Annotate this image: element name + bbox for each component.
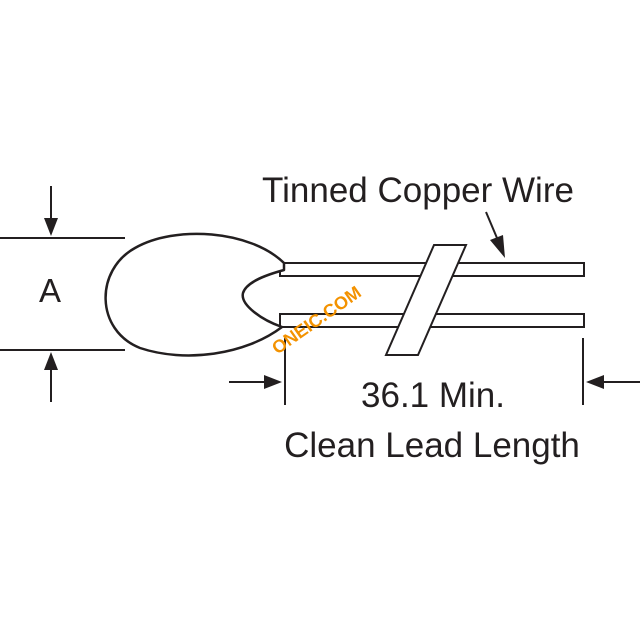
wire-pointer-arrow <box>485 211 505 258</box>
length-extension-lines <box>284 338 584 405</box>
dimension-a-extension-lines <box>0 237 125 351</box>
lead-break-symbol <box>384 244 468 356</box>
wire-label: Tinned Copper Wire <box>262 171 574 210</box>
clean-lead-length-label: Clean Lead Length <box>284 426 580 465</box>
min-length-label: 36.1 Min. <box>361 376 505 415</box>
dimension-a-top-arrow <box>44 186 58 236</box>
length-left-arrow <box>229 375 282 389</box>
length-right-arrow <box>586 375 640 389</box>
dimension-a-bottom-arrow <box>44 352 58 402</box>
thermistor-body <box>104 232 286 357</box>
dimension-a-label: A <box>39 272 61 309</box>
